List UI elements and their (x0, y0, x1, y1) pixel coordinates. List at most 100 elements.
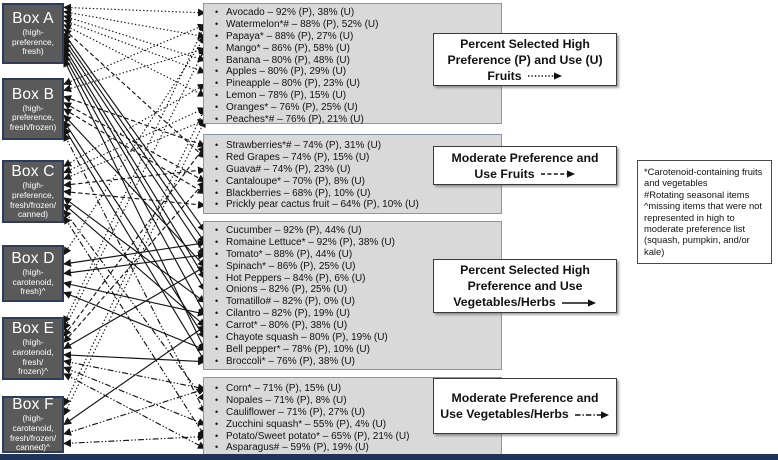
item-label: Spinach* – 86% (P), 25% (U) (226, 260, 356, 272)
item-label: Cantaloupe* – 70% (P), 8% (U) (226, 175, 365, 187)
box-a: Box A (high- preference, fresh) (2, 3, 64, 64)
item-label: Blackberries – 68% (P), 10% (U) (226, 187, 371, 199)
item-label: Watermelon*# – 88% (P), 52% (U) (226, 18, 379, 30)
list-item: • Hot Peppers – 84% (P), 6% (U) (204, 273, 501, 285)
item-label: Red Grapes – 74% (P), 15% (U) (226, 151, 370, 163)
footnote-carotenoid: *Carotenoid-containing fruits and vegeta… (644, 166, 763, 189)
item-label: Chayote squash – 80% (P), 19% (U) (226, 332, 388, 344)
list-item: •Pineapple – 80% (P), 23% (U) (204, 78, 501, 90)
connection-line (63, 14, 206, 63)
item-label: Hot Peppers – 84% (P), 6% (U) (226, 272, 366, 284)
caption-text: Moderate Preference and Use Vegetables/H… (440, 391, 599, 421)
list-item: •Cilantro – 82% (P), 19% (U) (204, 308, 501, 320)
bullet-icon: • (215, 418, 219, 429)
list-item: •Potato/Sweet potato* – 65% (P), 21% (U) (204, 431, 501, 443)
box-a-title: Box A (12, 10, 54, 28)
list-item: •Papaya* – 88% (P), 27% (U) (204, 31, 501, 43)
box-d: Box D (high- carotenoid, fresh)^ (2, 245, 64, 302)
item-label: Carrot* – 80% (P), 38% (U) (226, 320, 348, 332)
connection-line (63, 23, 206, 86)
bullet-icon: • (215, 90, 219, 101)
box-b-subtitle: (high- preference, fresh/frozen) (9, 102, 57, 132)
list-item: • Carrot* – 80% (P), 38% (U) (204, 320, 501, 332)
list-item: •Watermelon*# – 88% (P), 52% (U) (204, 19, 501, 31)
connection-line (62, 432, 207, 448)
bullet-icon: • (215, 383, 219, 393)
item-label: Tomato* – 88% (P), 44% (U) (226, 248, 353, 260)
list-item: • Bell pepper* – 78% (P), 10% (U) (204, 344, 501, 356)
box-f-title: Box F (12, 396, 54, 414)
bullet-icon: • (215, 272, 219, 283)
list-item: •Romaine Lettuce* – 92% (P), 38% (U) (204, 237, 501, 249)
item-label: Romaine Lettuce* – 92% (P), 38% (U) (226, 236, 395, 248)
bullet-icon: • (215, 332, 219, 343)
item-label: Corn* – 71% (P), 15% (U) (226, 383, 342, 394)
bullet-icon: • (215, 308, 219, 319)
bullet-icon: • (215, 42, 219, 53)
item-label: Lemon – 78% (P), 15% (U) (226, 90, 347, 102)
list-item: • Chayote squash – 80% (P), 19% (U) (204, 332, 501, 344)
bullet-icon: • (215, 406, 219, 417)
list-item: • Tomato* – 88% (P), 44% (U) (204, 249, 501, 261)
list-item: •Red Grapes – 74% (P), 15% (U) (204, 152, 501, 164)
bullet-icon: • (215, 296, 219, 307)
bullet-icon: • (215, 199, 219, 210)
bullet-icon: • (215, 114, 219, 125)
box-e: Box E (high- carotenoid, fresh/ frozen)^ (2, 317, 64, 380)
list-item: •Spinach* – 86% (P), 25% (U) (204, 261, 501, 273)
connection-line (63, 132, 206, 414)
list-item: • Oranges* – 76% (P), 25% (U) (204, 102, 501, 114)
box-d-subtitle: (high- carotenoid, fresh)^ (12, 267, 54, 297)
item-label: Oranges* – 76% (P), 25% (U) (226, 102, 358, 114)
bullet-icon: • (215, 187, 219, 198)
caption-moderate-fruits: Moderate Preference and Use Fruits (433, 146, 617, 185)
connection-line (62, 166, 207, 189)
box-f-subtitle: (high- carotenoid, fresh/frozen/ canned)… (9, 413, 57, 453)
list-item: •Onions – 82% (P), 25% (U) (204, 284, 501, 296)
bullet-icon: • (215, 442, 219, 453)
connection-line (63, 325, 206, 426)
bullet-icon: • (215, 140, 219, 150)
connection-line (62, 188, 207, 209)
dotted-arrow-icon (527, 72, 562, 80)
list-item: • Cantaloupe* – 70% (P), 8% (U) (204, 176, 501, 188)
bullet-icon: • (215, 7, 219, 17)
caption-high-preference-vegetables: Percent Selected High Preference and Use… (433, 259, 617, 313)
box-b: Box B (high- preference, fresh/frozen) (2, 78, 64, 140)
bullet-icon: • (215, 163, 219, 174)
list-item: •Cucumber – 92% (P), 44% (U) (204, 225, 501, 237)
list-item: • Blackberries – 68% (P), 10% (U) (204, 188, 501, 200)
item-label: Prickly pear cactus fruit – 64% (P), 10%… (226, 199, 419, 211)
bullet-icon: • (215, 248, 219, 259)
item-label: Peaches*# – 76% (P), 21% (U) (226, 114, 364, 126)
list-item: • Corn* – 71% (P), 15% (U) (204, 383, 501, 395)
bullet-icon: • (215, 175, 219, 186)
bullet-icon: • (215, 343, 219, 354)
item-label: Zucchini squash* – 55% (P), 4% (U) (226, 418, 387, 430)
caption-text: Percent Selected High Preference and Use… (453, 263, 590, 309)
list-item: • Guava# – 74% (P), 23% (U) (204, 164, 501, 176)
box-c: Box C (high- preference, fresh/frozen/ c… (2, 160, 64, 223)
list-item: • Strawberries*# – 74% (P), 31% (U) (204, 140, 501, 152)
list-item: • Lemon – 78% (P), 15% (U) (204, 90, 501, 102)
bottom-rule (0, 454, 778, 460)
bullet-icon: • (215, 102, 219, 113)
item-label: Avocado – 92% (P), 38% (U) (226, 7, 355, 18)
box-f: Box F (high- carotenoid, fresh/frozen/ c… (2, 396, 64, 453)
connection-line (62, 3, 207, 17)
item-label: Strawberries*# – 74% (P), 31% (U) (226, 140, 382, 151)
connection-line (63, 387, 206, 436)
list-item: • Asparagus# – 59% (P), 19% (U) (204, 442, 501, 454)
bullet-icon: • (215, 320, 219, 331)
footnote-legend: *Carotenoid-containing fruits and vegeta… (637, 160, 772, 264)
item-label: Mango* – 86% (P), 58% (U) (226, 42, 350, 54)
item-label: Bell pepper* – 78% (P), 10% (U) (226, 343, 370, 355)
list-item: • Avocado – 92% (P), 38% (U) (204, 7, 501, 19)
bullet-icon: • (215, 394, 219, 405)
item-label: Asparagus# – 59% (P), 19% (U) (226, 442, 369, 454)
connection-line (63, 24, 206, 97)
item-label: Guava# – 74% (P), 23% (U) (226, 163, 351, 175)
box-e-subtitle: (high- carotenoid, fresh/ frozen)^ (12, 337, 54, 377)
